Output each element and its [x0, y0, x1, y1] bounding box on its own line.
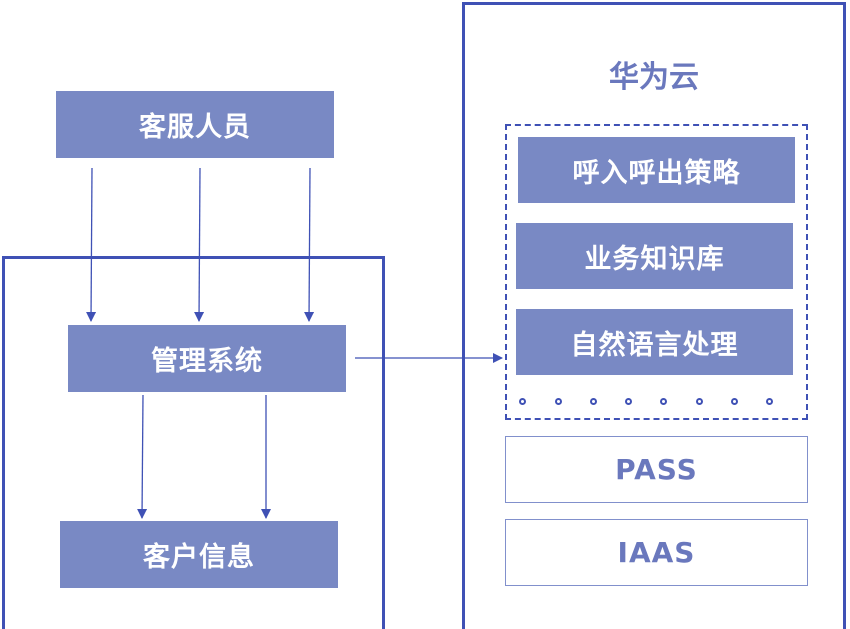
- arrow-service-to-mgmt-3: [304, 167, 315, 322]
- customer-service-box: 客服人员: [56, 91, 334, 158]
- arrow-service-to-mgmt-2: [194, 167, 205, 322]
- customer-info-box: 客户信息: [60, 521, 338, 588]
- arrow-mgmt-to-info-1: [137, 394, 148, 519]
- service-knowledge-base: 业务知识库: [516, 223, 793, 289]
- arrow-service-to-mgmt-1: [86, 167, 97, 322]
- service-call-strategy: 呼入呼出策略: [518, 137, 795, 203]
- cloud-services-group: [505, 124, 808, 420]
- service-nlp: 自然语言处理: [516, 309, 793, 375]
- pass-layer-box: PASS: [505, 436, 808, 503]
- left-system-frame: [2, 256, 385, 629]
- cloud-frame: [462, 2, 846, 629]
- cloud-title: 华为云: [609, 60, 699, 95]
- management-system-box: 管理系统: [68, 325, 346, 392]
- iaas-layer-box: IAAS: [505, 519, 808, 586]
